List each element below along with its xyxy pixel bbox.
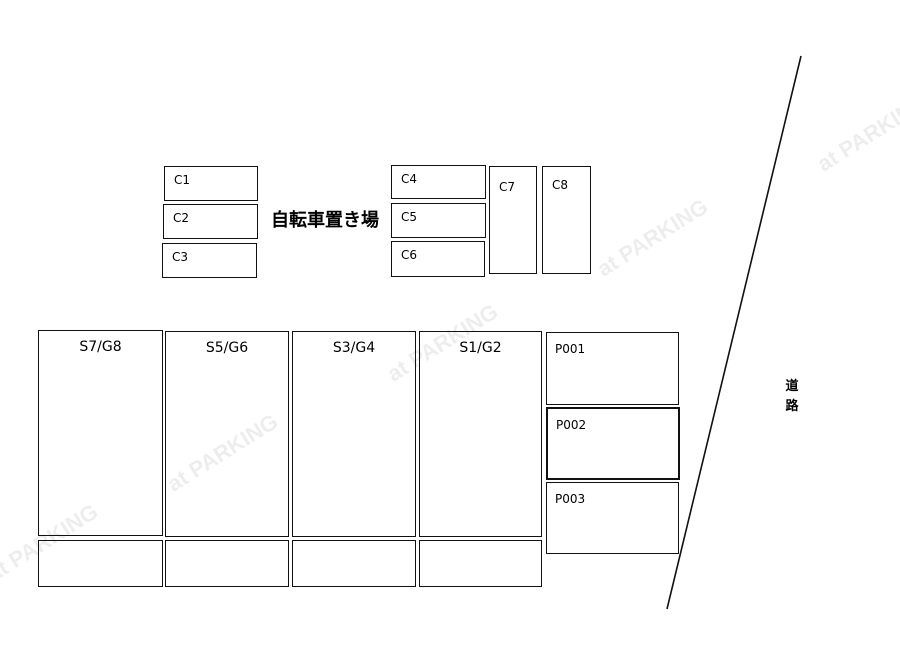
space-label: C2 [173,211,190,225]
parking-space-p002[interactable]: P002 [546,407,680,480]
space-label: P002 [556,418,587,432]
bicycle-space-c8[interactable]: C8 [542,166,591,274]
bicycle-space-c5[interactable]: C5 [391,203,486,238]
space-label: C3 [172,250,189,264]
bicycle-space-c7[interactable]: C7 [489,166,537,274]
bicycle-space-c1[interactable]: C1 [164,166,258,201]
space-label: C5 [401,210,418,224]
bicycle-parking-title: 自転車置き場 [271,210,379,231]
parking-space-p001[interactable]: P001 [546,332,679,405]
bicycle-space-c6[interactable]: C6 [391,241,485,277]
parking-space-p003[interactable]: P003 [546,482,679,554]
space-label: C4 [401,172,418,186]
bicycle-space-c2[interactable]: C2 [163,204,258,239]
car-space-s1-g2[interactable]: S1/G2 [419,331,542,537]
space-label: S5/G6 [205,340,249,356]
space-label: P001 [555,342,586,356]
bicycle-space-c3[interactable]: C3 [162,243,257,278]
car-space-s3-g4-lower[interactable] [292,540,416,587]
space-label: C1 [174,173,191,187]
bicycle-space-c4[interactable]: C4 [391,165,486,199]
space-label: P003 [555,492,586,506]
space-label: S3/G4 [332,340,376,356]
road-label: 道路 [785,379,799,414]
space-label: C8 [552,178,569,192]
space-label: C6 [401,248,418,262]
car-space-s7-g8[interactable]: S7/G8 [38,330,163,536]
car-space-s7-g8-lower[interactable] [38,540,163,587]
space-label: S7/G8 [79,339,122,355]
space-label: C7 [499,180,516,194]
space-label: S1/G2 [459,340,502,356]
car-space-s5-g6[interactable]: S5/G6 [165,331,289,537]
car-space-s3-g4[interactable]: S3/G4 [292,331,416,537]
car-space-s5-g6-lower[interactable] [165,540,289,587]
car-space-s1-g2-lower[interactable] [419,540,542,587]
